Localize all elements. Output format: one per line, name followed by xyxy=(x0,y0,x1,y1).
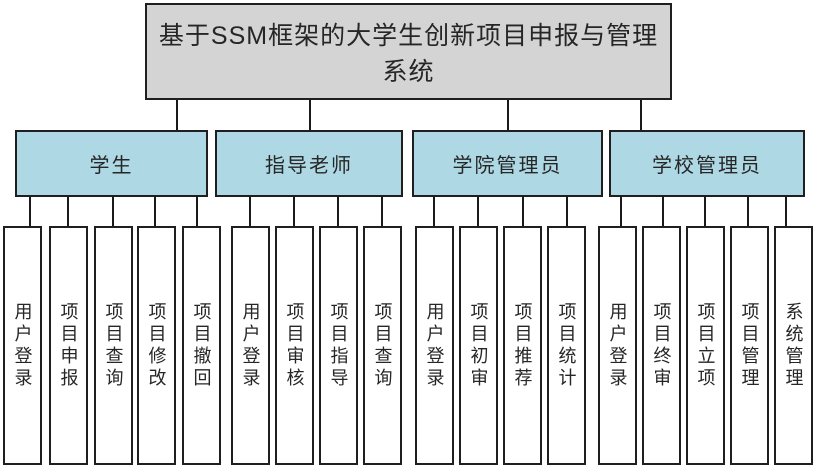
function-label: 项目查询 xyxy=(372,301,393,390)
role-box-school-admin: 学校管理员 xyxy=(609,130,805,197)
connector-line xyxy=(381,197,383,226)
connector-line xyxy=(337,197,339,226)
connector-line xyxy=(154,197,156,226)
function-box: 项目统计 xyxy=(547,226,586,465)
function-box: 项目查询 xyxy=(94,226,133,465)
function-box: 用户登录 xyxy=(3,226,42,465)
function-box: 项目查询 xyxy=(363,226,402,465)
connector-line xyxy=(67,197,69,226)
connector-line xyxy=(704,197,706,226)
function-label: 项目管理 xyxy=(739,301,760,390)
connector-line xyxy=(662,197,664,226)
connector-line xyxy=(309,100,311,130)
function-box: 项目申报 xyxy=(49,226,88,465)
connector-line xyxy=(620,197,622,226)
function-label: 用户登录 xyxy=(607,301,628,390)
connector-line xyxy=(640,100,642,130)
connector-line xyxy=(522,197,524,226)
role-label: 指导老师 xyxy=(265,155,353,177)
function-label: 项目推荐 xyxy=(512,301,533,390)
function-label: 系统管理 xyxy=(783,301,804,390)
function-label: 用户登录 xyxy=(240,301,261,390)
function-label: 项目审核 xyxy=(284,301,305,390)
role-box-advisor: 指导老师 xyxy=(215,130,403,197)
connector-line xyxy=(196,197,198,226)
function-box: 用户登录 xyxy=(231,226,270,465)
function-label: 项目修改 xyxy=(146,301,167,390)
function-label: 项目立项 xyxy=(695,301,716,390)
function-box: 项目审核 xyxy=(275,226,314,465)
function-label: 项目初审 xyxy=(468,301,489,390)
function-box: 项目终审 xyxy=(642,226,681,465)
function-label: 用户登录 xyxy=(424,301,445,390)
function-label: 项目申报 xyxy=(58,301,79,390)
function-box: 系统管理 xyxy=(774,226,813,465)
function-box: 项目撤回 xyxy=(182,226,221,465)
function-box: 项目立项 xyxy=(686,226,725,465)
function-box: 项目初审 xyxy=(459,226,498,465)
connector-line xyxy=(747,197,749,226)
function-box: 项目管理 xyxy=(730,226,769,465)
connector-line xyxy=(176,100,178,130)
function-box: 用户登录 xyxy=(598,226,637,465)
role-box-student: 学生 xyxy=(15,130,208,197)
function-label: 项目指导 xyxy=(328,301,349,390)
function-box: 项目修改 xyxy=(137,226,176,465)
function-box: 用户登录 xyxy=(415,226,454,465)
connector-line xyxy=(566,197,568,226)
connector-line xyxy=(785,197,787,226)
connector-line xyxy=(433,197,435,226)
function-box: 项目推荐 xyxy=(503,226,542,465)
function-label: 项目撤回 xyxy=(191,301,212,390)
role-label: 学生 xyxy=(89,155,134,177)
role-label: 学院管理员 xyxy=(452,155,563,177)
system-title: 基于SSM框架的大学生创新项目申报与管理系统 xyxy=(158,21,659,86)
function-label: 用户登录 xyxy=(12,301,33,390)
connector-line xyxy=(293,197,295,226)
connector-line xyxy=(29,197,31,226)
function-label: 项目统计 xyxy=(556,301,577,390)
connector-line xyxy=(249,197,251,226)
connector-line xyxy=(477,197,479,226)
role-label: 学校管理员 xyxy=(652,155,762,177)
system-title-box: 基于SSM框架的大学生创新项目申报与管理系统 xyxy=(145,3,672,100)
function-box: 项目指导 xyxy=(319,226,358,465)
connector-line xyxy=(112,197,114,226)
function-label: 项目查询 xyxy=(103,301,124,390)
role-box-college-admin: 学院管理员 xyxy=(412,130,603,197)
function-label: 项目终审 xyxy=(651,301,672,390)
connector-line xyxy=(507,100,509,130)
